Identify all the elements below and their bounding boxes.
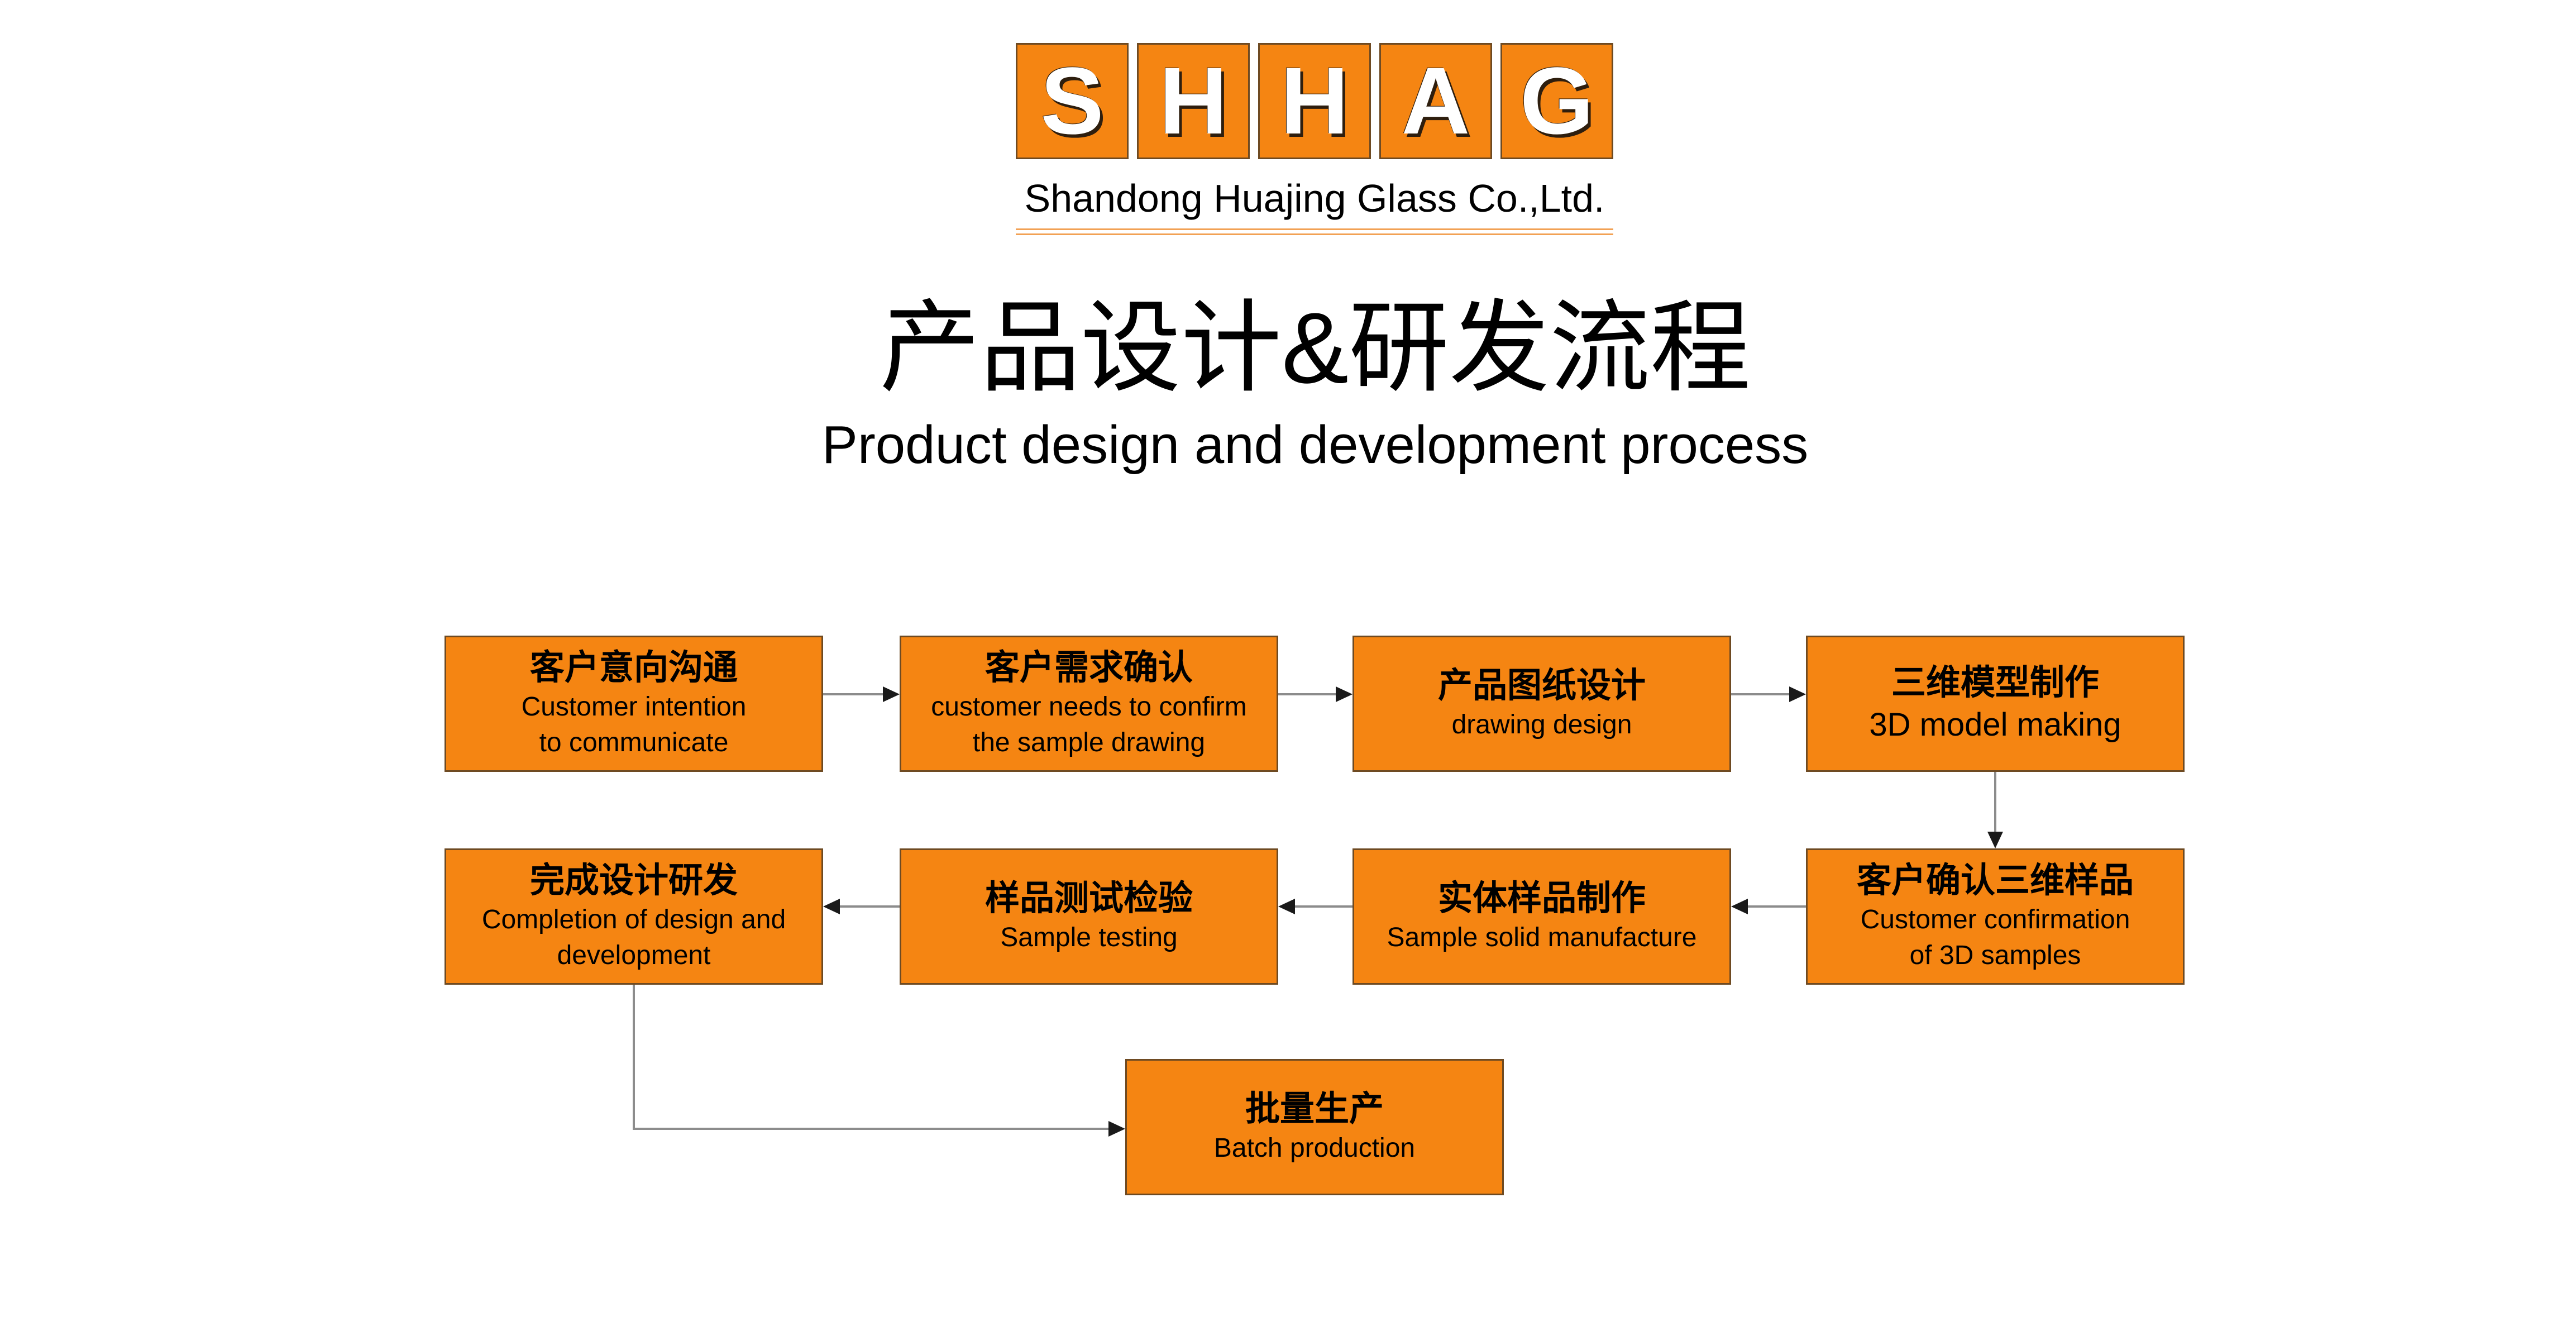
step-label-zh: 客户意向沟通 xyxy=(529,648,738,687)
step-label-zh: 产品图纸设计 xyxy=(1437,666,1646,705)
step-label-zh: 客户需求确认 xyxy=(984,648,1193,687)
step-box-drawing-design: 产品图纸设计 drawing design xyxy=(1352,636,1731,772)
logo-letter: G xyxy=(1519,48,1594,154)
company-name-underline xyxy=(1016,228,1613,230)
logo-letter-box: H xyxy=(1137,43,1250,159)
step-label-en: Sample solid manufacture xyxy=(1387,923,1697,952)
step-box-sample-testing: 样品测试检验 Sample testing xyxy=(900,848,1278,985)
step-label-en: Customer confirmation xyxy=(1860,905,2130,934)
arrowhead-icon xyxy=(1987,832,2003,848)
step-label-zh: 完成设计研发 xyxy=(529,861,738,900)
arrow-step6-to-step7 xyxy=(1278,899,1352,914)
page-title-chinese: 产品设计&研发流程 xyxy=(879,292,1751,404)
step-box-design-completion: 完成设计研发 Completion of design and developm… xyxy=(445,848,823,985)
arrow-step2-to-step3 xyxy=(1278,686,1352,702)
company-name: Shandong Huajing Glass Co.,Ltd. xyxy=(1024,176,1605,220)
step-label-zh: 客户确认三维样品 xyxy=(1856,861,2134,900)
step-label-zh: 三维模型制作 xyxy=(1891,664,2099,702)
logo-letter: H xyxy=(1280,48,1349,154)
logo-letter: S xyxy=(1040,48,1104,154)
page-title-english: Product design and development process xyxy=(821,415,1809,475)
step-label-en: drawing design xyxy=(1451,710,1632,740)
step-box-customer-confirmation: 客户确认三维样品 Customer confirmation of 3D sam… xyxy=(1806,848,2185,985)
step-label-en: Customer intention xyxy=(521,692,747,722)
arrow-step1-to-step2 xyxy=(823,686,900,702)
arrowhead-icon xyxy=(1336,686,1352,702)
step-box-3d-model-making: 三维模型制作 3D model making xyxy=(1806,636,2185,772)
company-name-underline xyxy=(1016,233,1613,235)
arrowhead-icon xyxy=(1108,1121,1125,1137)
arrowhead-icon xyxy=(883,686,900,702)
arrow-step5-to-step6 xyxy=(1731,899,1806,914)
step-box-customer-needs: 客户需求确认 customer needs to confirm the sam… xyxy=(900,636,1278,772)
step-label-zh: 实体样品制作 xyxy=(1437,879,1646,918)
step-label-en: customer needs to confirm xyxy=(931,692,1247,722)
step-label-en: to communicate xyxy=(539,728,729,757)
step-label-en: 3D model making xyxy=(1869,707,2121,743)
arrow-step7-to-step8 xyxy=(823,899,900,914)
logo-letter: H xyxy=(1159,48,1228,154)
step-box-batch-production: 批量生产 Batch production xyxy=(1125,1059,1504,1195)
step-label-en: Sample testing xyxy=(1000,923,1178,952)
step-label-en: Completion of design and xyxy=(481,905,786,934)
step-box-customer-intention: 客户意向沟通 Customer intention to communicate xyxy=(445,636,823,772)
step-label-en: Batch production xyxy=(1213,1133,1416,1163)
logo-letter-box: H xyxy=(1258,43,1371,159)
logo-letter-box: A xyxy=(1379,43,1492,159)
arrow-step8-to-step9 xyxy=(633,984,1125,1137)
arrowhead-icon xyxy=(823,899,840,914)
arrowhead-icon xyxy=(1731,899,1748,914)
arrowhead-icon xyxy=(1278,899,1295,914)
step-label-en: of 3D samples xyxy=(1909,941,2081,970)
arrowhead-icon xyxy=(1789,686,1806,702)
step-label-zh: 批量生产 xyxy=(1245,1090,1384,1128)
logo-letter-box: S xyxy=(1016,43,1129,159)
step-label-en: the sample drawing xyxy=(972,728,1206,757)
arrow-step3-to-step4 xyxy=(1731,686,1806,702)
arrow-step4-to-step5 xyxy=(1987,772,2003,848)
step-label-zh: 样品测试检验 xyxy=(984,879,1193,918)
logo-letter-box: G xyxy=(1500,43,1613,159)
logo-letter: A xyxy=(1401,48,1470,154)
step-label-en: development xyxy=(557,941,711,970)
step-box-sample-manufacture: 实体样品制作 Sample solid manufacture xyxy=(1352,848,1731,985)
arrow-line xyxy=(633,984,1110,1130)
